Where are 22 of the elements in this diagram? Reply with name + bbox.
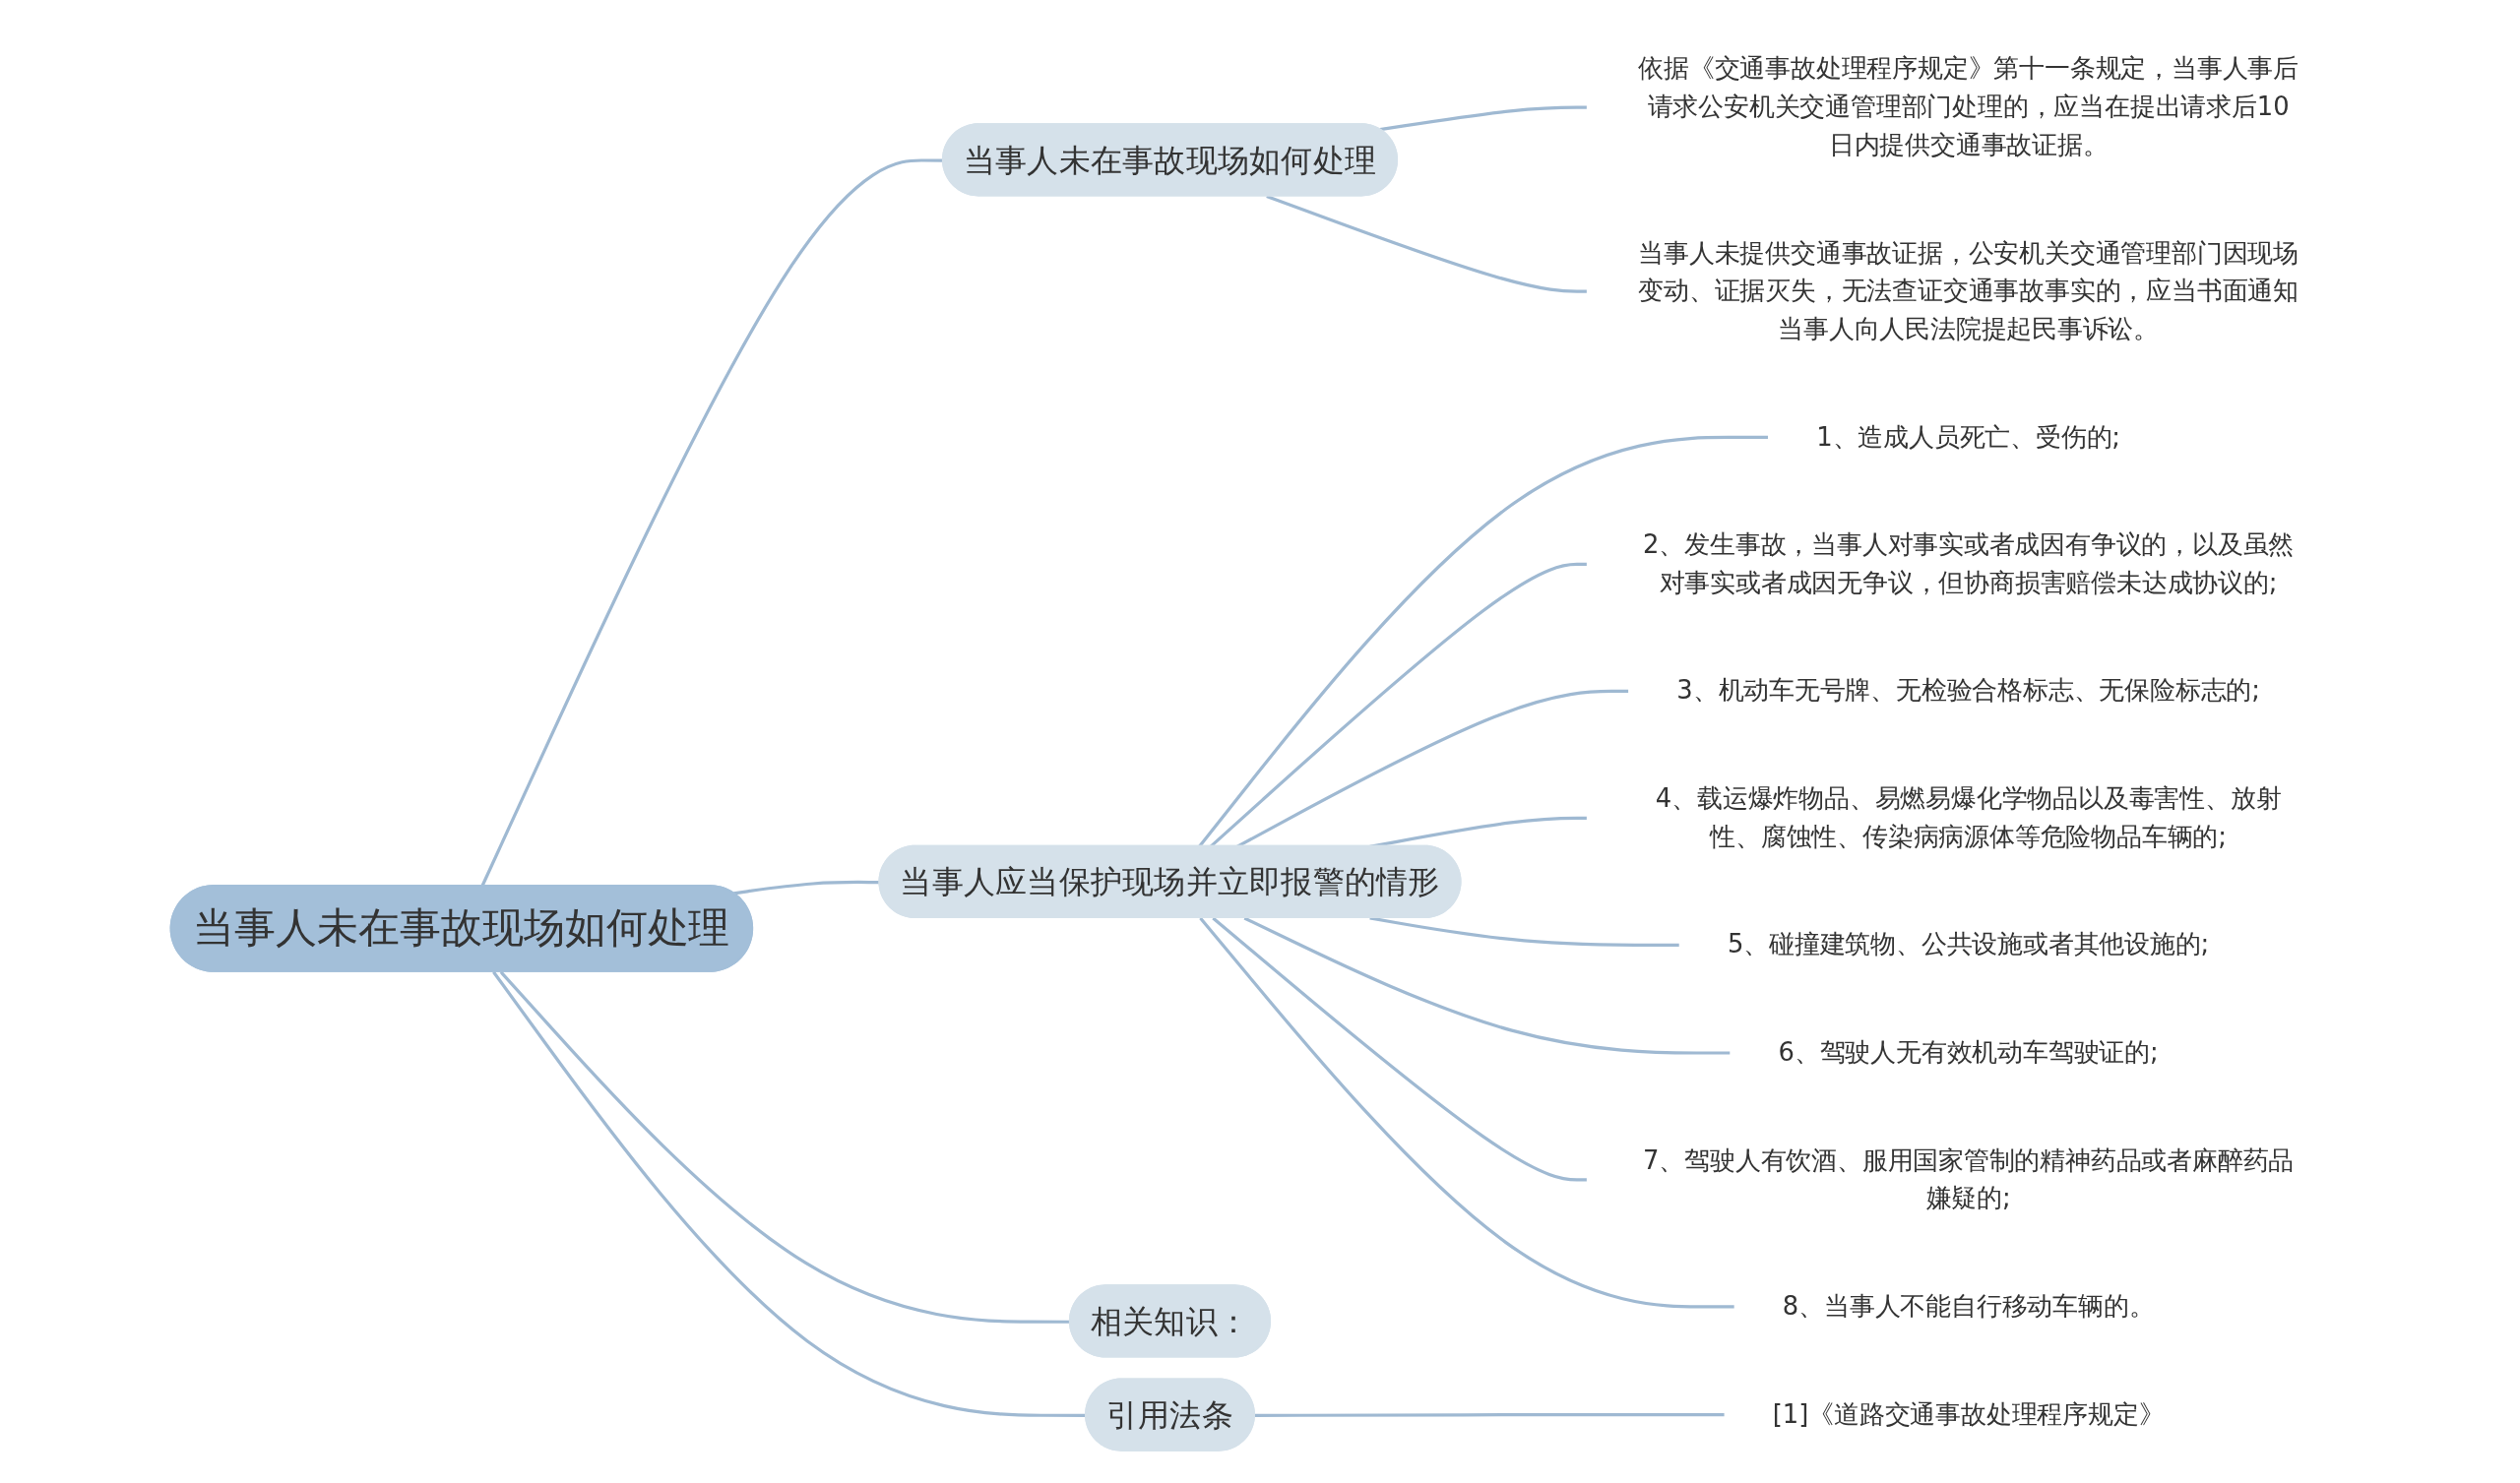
connector xyxy=(1379,105,1588,131)
node-text: 2、发生事故，当事人对事实或者成因有争议的，以及虽然对事实或者成因无争议，但协商损害赔偿未达成协议的; xyxy=(1642,528,2295,597)
node-text: 6、驾驶人无有效机动车驾驶证的; xyxy=(1778,1036,2159,1067)
node-text: 8、当事人不能自行移动车辆的。 xyxy=(1782,1290,2155,1321)
connector xyxy=(1369,915,1680,947)
connector xyxy=(1243,916,1732,1055)
connector xyxy=(1197,435,1769,847)
node-text: 3、机动车无号牌、无检验合格标志、无保险标志的; xyxy=(1676,674,2260,706)
connector xyxy=(733,880,881,895)
node-text: 依据《交通事故处理程序规定》第十一条规定，当事人事后请求公安机关交通管理部门处理的，应当在提出请求后10日内提供交通事故证据。 xyxy=(1638,52,2299,159)
node-text: [1]《道路交通事故处理程序规定》 xyxy=(1772,1397,2165,1429)
node-text: 当事人未提供交通事故证据，公安机关交通管理部门因现场变动、证据灭失，无法查证交通事故事实的，应当书面通知当事人向人民法院提起民事诉讼。 xyxy=(1638,236,2299,343)
node-text: 5、碰撞建筑物、公共设施或者其他设施的; xyxy=(1727,928,2210,959)
connector xyxy=(1266,194,1588,293)
connector xyxy=(1254,1412,1726,1417)
connector xyxy=(1212,916,1588,1182)
connector xyxy=(480,157,944,887)
node-text: 4、载运爆炸物品、易燃易爆化学物品以及毒害性、放射性、腐蚀性、传染病病源体等危险物品车辆的; xyxy=(1655,782,2282,851)
connector xyxy=(499,970,1071,1324)
connector xyxy=(1199,916,1735,1309)
node-text: 1、造成人员死亡、受伤的; xyxy=(1816,420,2121,452)
node-text: 7、驾驶人有饮酒、服用国家管制的精神药品或者麻醉药品嫌疑的; xyxy=(1642,1144,2295,1213)
